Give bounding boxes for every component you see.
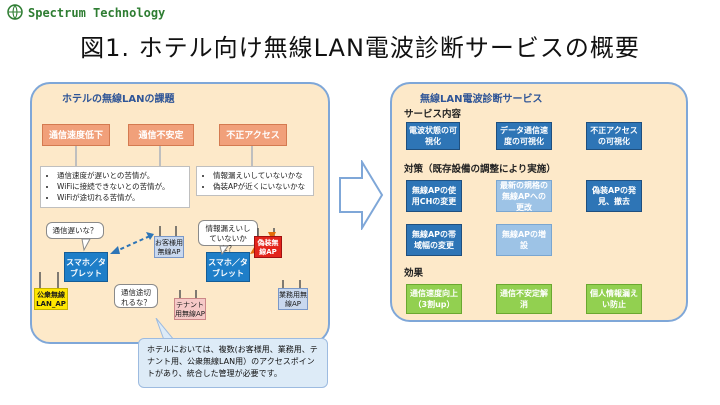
effect-privacy-protection: 個人情報漏えい防止 — [586, 284, 642, 314]
brand-name: Spectrum Technology — [28, 6, 166, 20]
security-concern-item: 偽装APが近くにいないかな — [213, 181, 307, 192]
guest-wireless-ap: お客様用無線AP — [154, 236, 184, 258]
complaints-connector — [75, 146, 161, 166]
issue-speed-tag: 通信速度低下 — [42, 124, 110, 146]
measure-change-bandwidth: 無線APの帯域幅の変更 — [406, 224, 462, 256]
service-throughput-visualization: データ通信速度の可視化 — [496, 122, 552, 150]
service-content-label: サービス内容 — [404, 109, 462, 120]
leak-concern-bubble: 情報漏えいしていないかな？ — [198, 220, 258, 253]
complaint-item: 通信速度が遅いとの苦情が。 — [57, 170, 183, 181]
service-panel-title: 無線LAN電波診断サービス — [420, 94, 543, 105]
connection-arrow-icon — [110, 232, 154, 254]
business-wireless-ap: 業務用無線AP — [278, 288, 308, 310]
issues-panel-title: ホテルの無線LANの課題 — [62, 94, 175, 105]
measure-add-ap: 無線APの増設 — [496, 224, 552, 256]
antenna-icons — [39, 226, 301, 298]
effect-speed-improvement: 通信速度向上（3割up） — [406, 284, 462, 314]
globe-logo-icon — [7, 4, 23, 21]
service-radio-visualization: 電波状態の可視化 — [406, 122, 460, 150]
measure-remove-fake-ap: 偽装APの発見、撤去 — [586, 180, 642, 212]
security-concerns-box: 情報漏えいしていないかな 偽装APが近くにいないかな — [196, 166, 314, 196]
smartphone-tablet-device: スマホ／タブレット — [64, 252, 108, 282]
measure-change-channel: 無線APの使用CHの変更 — [406, 180, 462, 212]
slow-connection-bubble: 通信遅いな？ — [46, 222, 104, 239]
effect-stability: 通信不安定解消 — [496, 284, 552, 314]
measure-upgrade-standard: 最新の規格の無線APへの更改 — [496, 180, 552, 212]
smartphone-tablet-device: スマホ／タブレット — [206, 252, 250, 282]
issue-unstable-tag: 通信不安定 — [128, 124, 194, 146]
hotel-note-callout: ホテルにおいては、複数(お客様用、業務用、テナント用、公衆無線LAN用）のアクセ… — [138, 338, 328, 388]
complaints-box: 通信速度が遅いとの苦情が。 WiFiに接続できないとの苦情が。 WiFiが途切れ… — [40, 166, 190, 208]
public-wireless-lan-ap: 公衆無線LAN_AP — [34, 288, 68, 310]
complaint-item: WiFiが途切れる苦情が。 — [57, 192, 183, 203]
disconnect-bubble: 通信途切れるな？ — [114, 284, 158, 308]
complaint-item: WiFiに接続できないとの苦情が。 — [57, 181, 183, 192]
page-title: 図1. ホテル向け無線LAN電波診断サービスの概要 — [80, 34, 640, 62]
issue-unauthorized-access-tag: 不正アクセス — [219, 124, 287, 146]
note-callout-tail — [155, 318, 175, 340]
flow-arrow-icon — [339, 160, 384, 230]
fake-wireless-ap: 偽装無線AP — [254, 236, 282, 258]
service-unauthorized-access-visualization: 不正アクセスの可視化 — [586, 122, 642, 150]
security-concern-item: 情報漏えいしていないかな — [213, 170, 307, 181]
effects-label: 効果 — [404, 268, 424, 279]
tenant-wireless-ap: テナント用無線AP — [174, 298, 206, 320]
security-connector — [251, 146, 253, 166]
measures-label: 対策（既存設備の調整により実施） — [404, 164, 556, 175]
